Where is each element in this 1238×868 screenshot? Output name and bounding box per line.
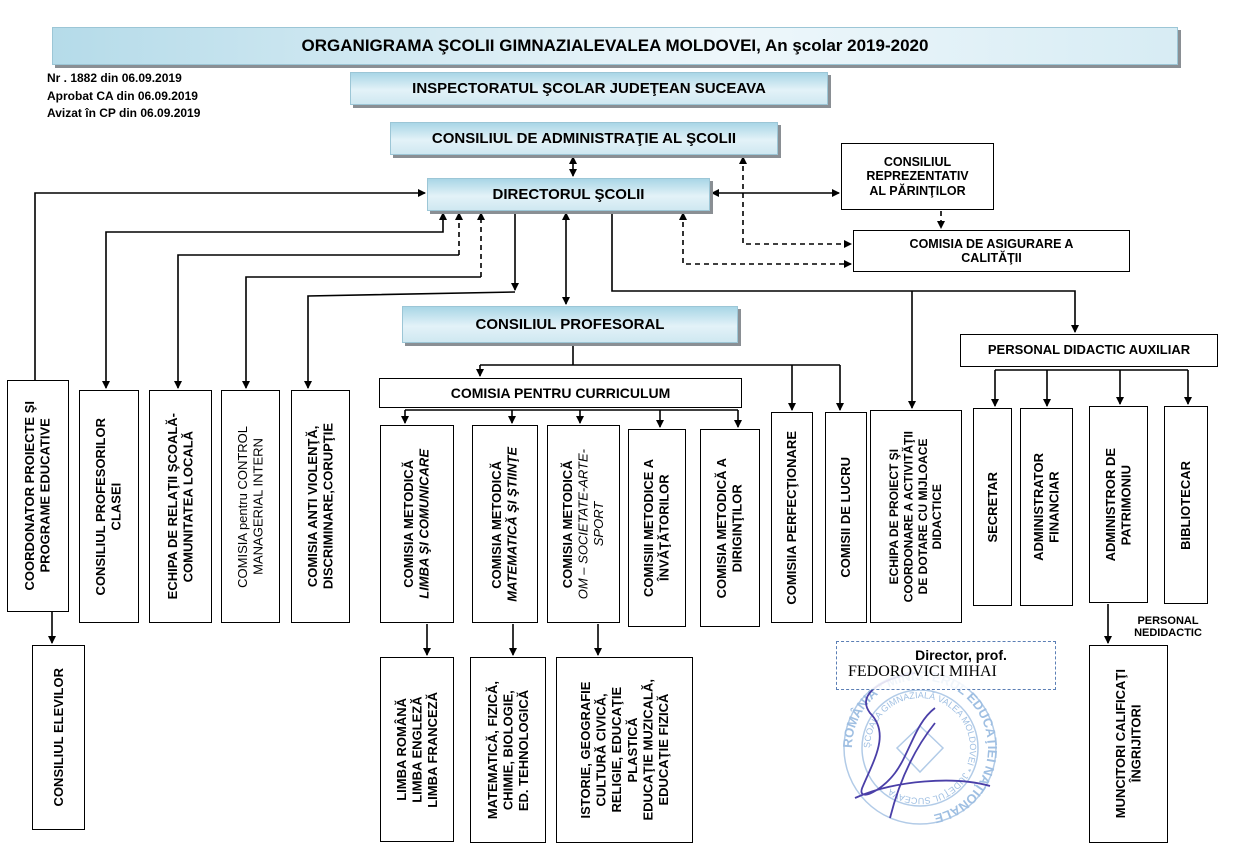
document-meta: Nr . 1882 din 06.09.2019 Aprobat CA din … xyxy=(47,70,200,123)
connector xyxy=(679,212,852,268)
box-director: DIRECTORUL ŞCOLII xyxy=(427,178,710,211)
connector xyxy=(739,156,852,248)
box-cm-matematica: COMISIA METODICĂ MATEMATICĂ ŞI ŞTIINŢE xyxy=(472,425,538,623)
box-comisii-invatatori: COMISIII METODICE A ÎNVĂŢĂTORILOR xyxy=(628,429,686,627)
box-bibliotecar: BIBLIOTECAR xyxy=(1164,406,1208,604)
director-signature-box: Director, prof. FEDOROVICI MIHAI xyxy=(836,641,1056,690)
box-comisia-anti-violenta: COMISIA ANTI VIOLENŢĂ, DISCRIMINARE,CORU… xyxy=(291,390,350,623)
box-administrator-patrimoniu: ADMINISTROR DE PATRIMONIU xyxy=(1089,406,1148,603)
box-muncitori: MUNCITORI CALIFICAŢI ÎNGRIJITORI xyxy=(1089,645,1168,843)
connector xyxy=(102,212,447,389)
box-consiliul-profesoral: CONSILIUL PROFESORAL xyxy=(402,306,738,343)
box-consiliul-clasei: CONSILIUL PROFESORILOR CLASEI xyxy=(79,390,139,623)
box-cm-limba: COMISIA METODICĂ LIMBA ŞI COMUNICARE xyxy=(380,425,454,623)
box-comisia-control: COMISIA pentru CONTROL MANAGERIAL INTERN xyxy=(221,390,280,623)
approval-cp: Avizat în CP din 06.09.2019 xyxy=(47,106,201,120)
title-text: ORGANIGRAMA ŞCOLII GIMNAZIALEVALEA MOLDO… xyxy=(301,36,929,55)
school-seal: ROMÂNIA * MINISTERUL EDUCAŢIEI NAŢIONALE… xyxy=(840,668,1000,827)
box-inspectorat: INSPECTORATUL ŞCOLAR JUDEŢEAN SUCEAVA xyxy=(350,72,828,105)
box-consiliul-parinti: CONSILIUL REPREZENTATIV AL PĂRINŢILOR xyxy=(841,143,994,210)
box-comisii-lucru: COMISII DE LUCRU xyxy=(825,412,867,623)
box-limbi: LIMBA ROMÂNĂ LIMBA ENGLEZĂ LIMBA FRANCEZ… xyxy=(380,657,454,842)
label-personal-nedidactic: PERSONAL NEDIDACTIC xyxy=(1134,615,1202,640)
approval-ca: Aprobat CA din 06.09.2019 xyxy=(47,88,198,103)
box-stiinte: MATEMATICĂ, FIZICĂ, CHIMIE, BIOLOGIE, ED… xyxy=(470,657,546,843)
box-cm-om-societate: COMISIA METODICĂ OM – SOCIETATE-ARTE- SP… xyxy=(547,425,620,623)
box-comisia-curriculum: COMISIA PENTRU CURRICULUM xyxy=(379,378,742,408)
box-comisia-perfectionare: COMISIIA PERFECŢIONARE xyxy=(771,412,813,623)
chart-title: ORGANIGRAMA ŞCOLII GIMNAZIALEVALEA MOLDO… xyxy=(52,27,1178,65)
connector xyxy=(34,189,426,380)
box-istorie-arte: ISTORIE, GEOGRAFIE CULTURĂ CIVICĂ, RELIG… xyxy=(556,657,693,843)
box-secretar: SECRETAR xyxy=(973,408,1012,606)
box-administrator-financiar: ADMINISTRATOR FINANCIAR xyxy=(1020,408,1073,606)
signature-scribble xyxy=(854,672,991,819)
box-echipa-relatii: ECHIPA DE RELAŢII ŞCOALĂ- COMUNITATEA LO… xyxy=(149,390,212,623)
box-cm-diriginti: COMISIA METODICĂ A DIRIGINŢILOR xyxy=(700,429,760,627)
box-consiliul-elevilor: CONSILIUL ELEVILOR xyxy=(32,645,85,830)
signature-role: Director, prof. xyxy=(915,647,1007,663)
registration-number: Nr . 1882 din 06.09.2019 xyxy=(47,71,182,85)
box-personal-auxiliar: PERSONAL DIDACTIC AUXILIAR xyxy=(960,334,1218,367)
box-comisia-calitate: COMISIA DE ASIGURARE A CALITĂŢII xyxy=(853,230,1130,272)
box-consiliul-administratie: CONSILIUL DE ADMINISTRAŢIE AL ŞCOLII xyxy=(390,122,778,155)
box-echipa-proiect: ECHIPA DE PROIECT ŞI COORDONARE A ACTIVI… xyxy=(870,410,962,623)
signature-name: FEDOROVICI MIHAI xyxy=(848,663,997,680)
box-coordonator: COORDONATOR PROIECTE ŞI PROGRAME EDUCATI… xyxy=(7,380,69,612)
